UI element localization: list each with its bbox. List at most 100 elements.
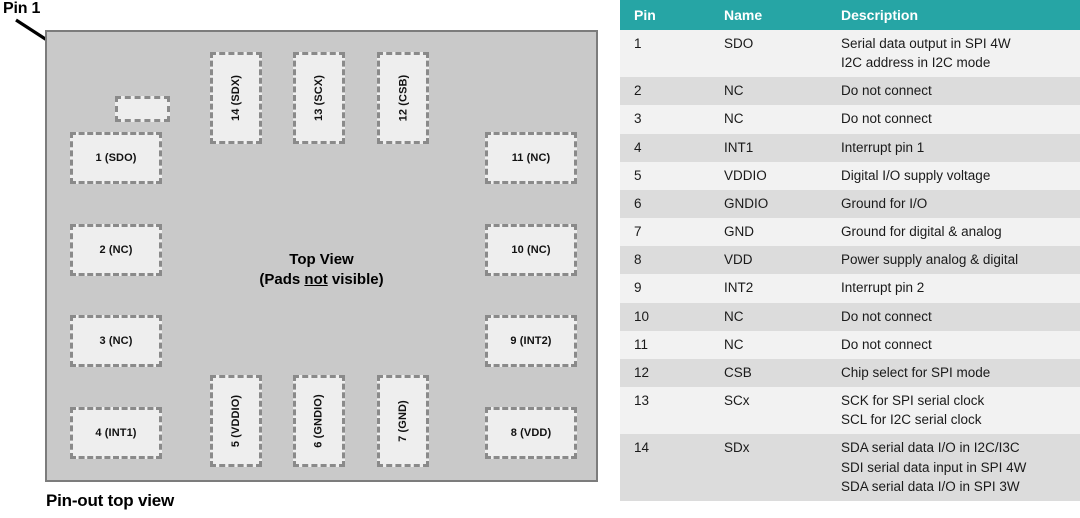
cell-pin: 4 — [620, 133, 724, 162]
pad-7[interactable]: 7 (GND) — [377, 375, 429, 467]
pad-14[interactable]: 14 (SDX) — [210, 52, 262, 144]
cell-description: Chip select for SPI mode — [841, 358, 1080, 388]
cell-name: SDO — [724, 30, 841, 78]
cell-name: GND — [724, 218, 841, 247]
cell-name: SCx — [724, 387, 841, 435]
description-line: Do not connect — [841, 308, 932, 324]
pad-10-label: 10 (NC) — [511, 244, 551, 256]
cell-name: NC — [724, 105, 841, 134]
description-line: Do not connect — [841, 111, 932, 127]
pad-8-label: 8 (VDD) — [510, 427, 552, 439]
description-line: Power supply analog & digital — [841, 252, 1019, 268]
cell-name: NC — [724, 330, 841, 359]
cell-description: Do not connect — [841, 77, 1080, 106]
pad-10[interactable]: 10 (NC) — [485, 224, 577, 276]
description-line: Digital I/O supply voltage — [841, 167, 991, 183]
cell-name: NC — [724, 77, 841, 106]
cell-name: VDDIO — [724, 161, 841, 190]
description-line: Ground for digital & analog — [841, 224, 1002, 240]
pad-13-label: 13 (SCX) — [313, 74, 326, 122]
pad-1-label: 1 (SDO) — [95, 152, 137, 164]
pads-not-visible-line: (Pads not visible) — [47, 270, 596, 290]
cell-name: NC — [724, 302, 841, 331]
cell-name: SDx — [724, 434, 841, 501]
cell-description: Ground for digital & analog — [841, 218, 1080, 247]
cell-pin: 12 — [620, 358, 724, 388]
pad-11[interactable]: 11 (NC) — [485, 132, 577, 184]
description-line: Chip select for SPI mode — [841, 364, 991, 380]
pad-8[interactable]: 8 (VDD) — [485, 407, 577, 459]
table-header: Pin Name Description — [620, 0, 1080, 30]
cell-name: INT1 — [724, 133, 841, 162]
cell-description: Digital I/O supply voltage — [841, 161, 1080, 190]
pin1-callout-label: Pin 1 — [3, 0, 41, 17]
pad-9-label: 9 (INT2) — [510, 335, 552, 347]
pads-text-pre: (Pads — [259, 271, 305, 289]
pad-14-label: 14 (SDX) — [230, 74, 243, 122]
description-line: I2C address in I2C mode — [841, 55, 991, 71]
chip-body: 1 (SDO) 2 (NC) 3 (NC) 4 (INT1) 11 (NC) 1… — [45, 30, 598, 482]
pad-5[interactable]: 5 (VDDIO) — [210, 375, 262, 467]
pads-text-post: visible) — [327, 271, 384, 289]
chip-center-annotation: Top View (Pads not visible) — [47, 250, 596, 291]
diagram-caption: Pin-out top view — [46, 491, 175, 510]
cell-description: Ground for I/O — [841, 189, 1080, 219]
pad-5-label: 5 (VDDIO) — [230, 394, 242, 448]
pad-2-label: 2 (NC) — [99, 244, 133, 256]
cell-name: GNDIO — [724, 189, 841, 219]
cell-pin: 11 — [620, 330, 724, 359]
pin1-orientation-marker — [115, 96, 170, 122]
description-line: Do not connect — [841, 336, 932, 352]
pads-text-not: not — [304, 271, 328, 289]
pad-1[interactable]: 1 (SDO) — [70, 132, 162, 184]
pad-3-label: 3 (NC) — [99, 335, 133, 347]
pad-9[interactable]: 9 (INT2) — [485, 315, 577, 367]
cell-description: Interrupt pin 1 — [841, 133, 1080, 162]
cell-name: INT2 — [724, 274, 841, 303]
pad-11-label: 11 (NC) — [511, 152, 551, 164]
description-line: SCL for I2C serial clock — [841, 412, 982, 428]
cell-pin: 3 — [620, 105, 724, 134]
cell-description: Do not connect — [841, 105, 1080, 134]
pad-13[interactable]: 13 (SCX) — [293, 52, 345, 144]
cell-pin: 9 — [620, 274, 724, 303]
cell-pin: 14 — [620, 434, 724, 501]
pad-4[interactable]: 4 (INT1) — [70, 407, 162, 459]
cell-pin: 5 — [620, 161, 724, 190]
pad-12[interactable]: 12 (CSB) — [377, 52, 429, 144]
cell-pin: 7 — [620, 218, 724, 247]
pinout-diagram-panel: Pin 1 1 (SDO) 2 (NC) 3 (NC) 4 (INT1) 11 … — [3, 0, 598, 510]
description-line: SDA serial data I/O in I2C/I3C — [841, 440, 1020, 456]
description-line: Serial data output in SPI 4W — [841, 36, 1011, 51]
pad-12-label: 12 (CSB) — [397, 74, 409, 122]
cell-pin: 13 — [620, 387, 724, 435]
pad-6[interactable]: 6 (GNDIO) — [293, 375, 345, 467]
cell-description: SDA serial data I/O in I2C/I3C SDI serial… — [841, 434, 1080, 501]
description-line: Do not connect — [841, 83, 932, 99]
pad-3[interactable]: 3 (NC) — [70, 315, 162, 367]
description-line: Interrupt pin 2 — [841, 280, 925, 296]
cell-description: Serial data output in SPI 4W I2C address … — [841, 30, 1080, 78]
cell-pin: 8 — [620, 246, 724, 275]
cell-pin: 1 — [620, 30, 724, 78]
pad-2[interactable]: 2 (NC) — [70, 224, 162, 276]
top-view-line: Top View — [289, 251, 354, 268]
description-line: SDI serial data input in SPI 4W — [841, 459, 1027, 475]
cell-pin: 2 — [620, 77, 724, 106]
cell-name: VDD — [724, 246, 841, 275]
